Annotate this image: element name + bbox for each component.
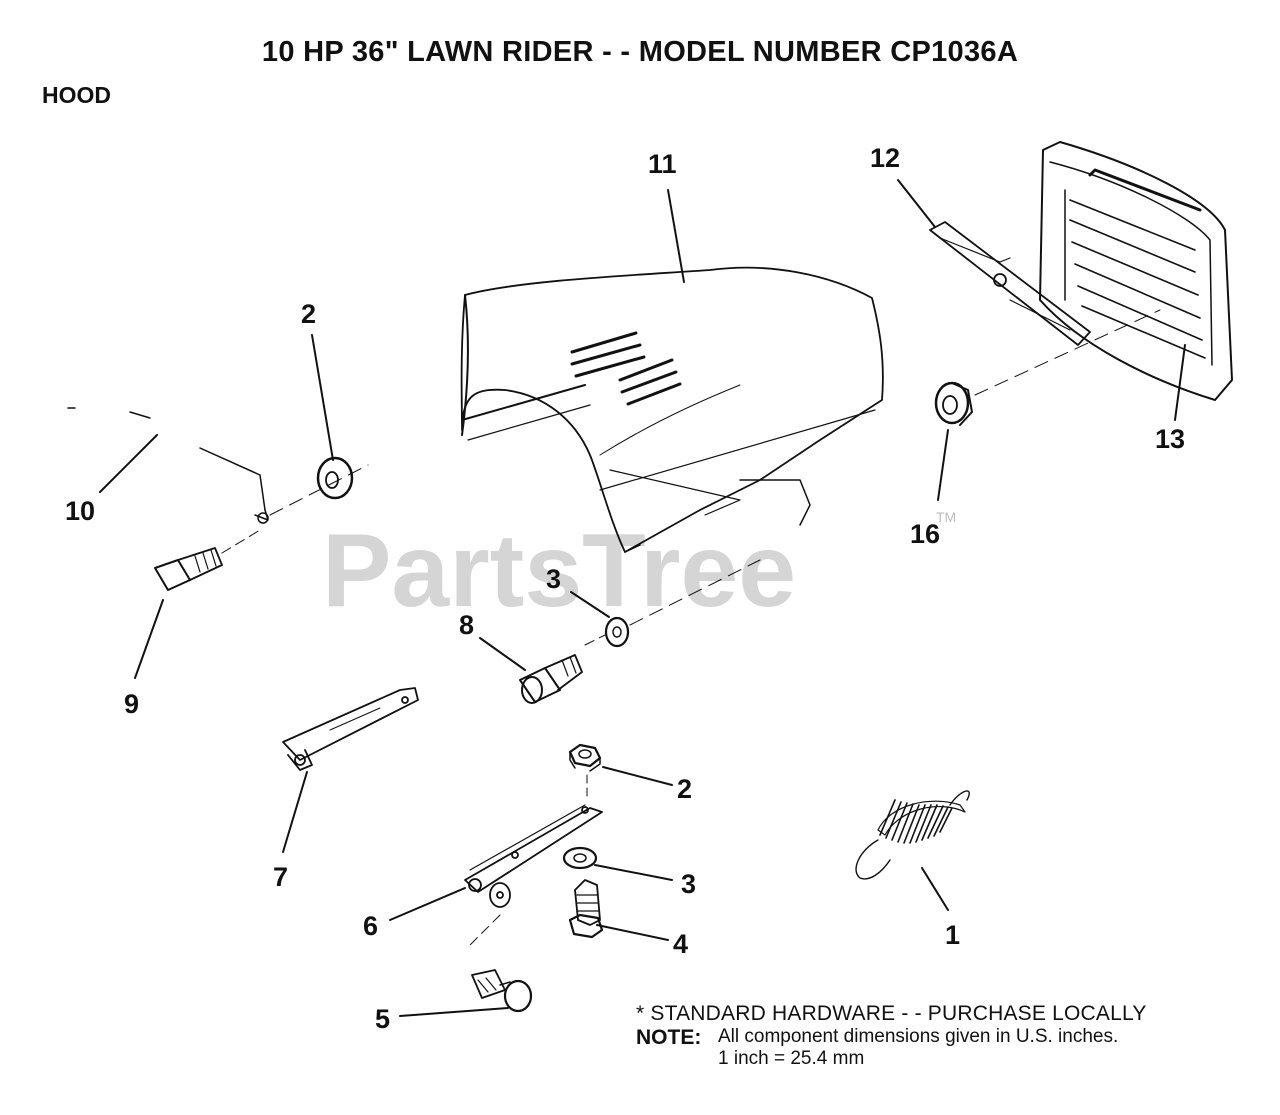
section-label: HOOD: [42, 82, 111, 108]
bracket-part-12: [929, 221, 1091, 346]
plate-part-6: [464, 804, 603, 908]
callout-3-bottom: 3: [681, 869, 696, 899]
grille-part-13: [1039, 141, 1233, 401]
bolt-part-5: [471, 969, 533, 1013]
washer-part-3-bottom: [562, 846, 598, 870]
callout-1: 1: [945, 920, 960, 950]
callout-10: 10: [65, 496, 95, 526]
callout-9: 9: [124, 689, 139, 719]
bolt-part-4: [568, 879, 604, 939]
callout-11: 11: [648, 149, 677, 179]
bolt-part-8: [519, 654, 583, 704]
watermark-text: PartsTree: [322, 513, 796, 629]
note-line-1: All component dimensions given in U.S. i…: [718, 1026, 1119, 1047]
washer-part-3-top: [604, 616, 630, 648]
note-line-2: 1 inch = 25.4 mm: [718, 1048, 865, 1069]
callout-6: 6: [363, 911, 378, 941]
bushing-part-2-top: [316, 456, 354, 500]
callout-3-top: 3: [546, 564, 561, 594]
rod-part-10: [67, 407, 269, 524]
notes-block: * STANDARD HARDWARE - - PURCHASE LOCALLY…: [636, 1002, 1147, 1070]
bushing-part-16: [934, 381, 973, 426]
link-arm-part-7: [282, 687, 419, 771]
callout-5: 5: [375, 1004, 390, 1034]
diagram-title: 10 HP 36" LAWN RIDER - - MODEL NUMBER CP…: [261, 36, 1019, 68]
nut-part-2-bottom: [568, 743, 602, 772]
callout-7: 7: [273, 862, 288, 892]
standard-hardware-note: * STANDARD HARDWARE - - PURCHASE LOCALLY: [636, 1002, 1147, 1025]
hood-part-11: [460, 266, 884, 553]
callout-16: 16: [910, 519, 940, 549]
note-label: NOTE:: [636, 1026, 702, 1049]
note-row: NOTE: All component dimensions given in …: [636, 1026, 1147, 1070]
bolt-part-9: [154, 547, 223, 591]
callout-4: 4: [673, 929, 688, 959]
spring-part-1: [855, 790, 970, 880]
note-text: All component dimensions given in U.S. i…: [718, 1026, 1118, 1070]
callout-2-bottom: 2: [677, 774, 692, 804]
callout-12: 12: [870, 143, 900, 173]
leader-lines: [99, 179, 1186, 1017]
watermark-tm: TM: [936, 509, 956, 525]
callout-8: 8: [459, 610, 474, 640]
callout-13: 13: [1155, 424, 1185, 454]
callout-2-top: 2: [301, 299, 316, 329]
